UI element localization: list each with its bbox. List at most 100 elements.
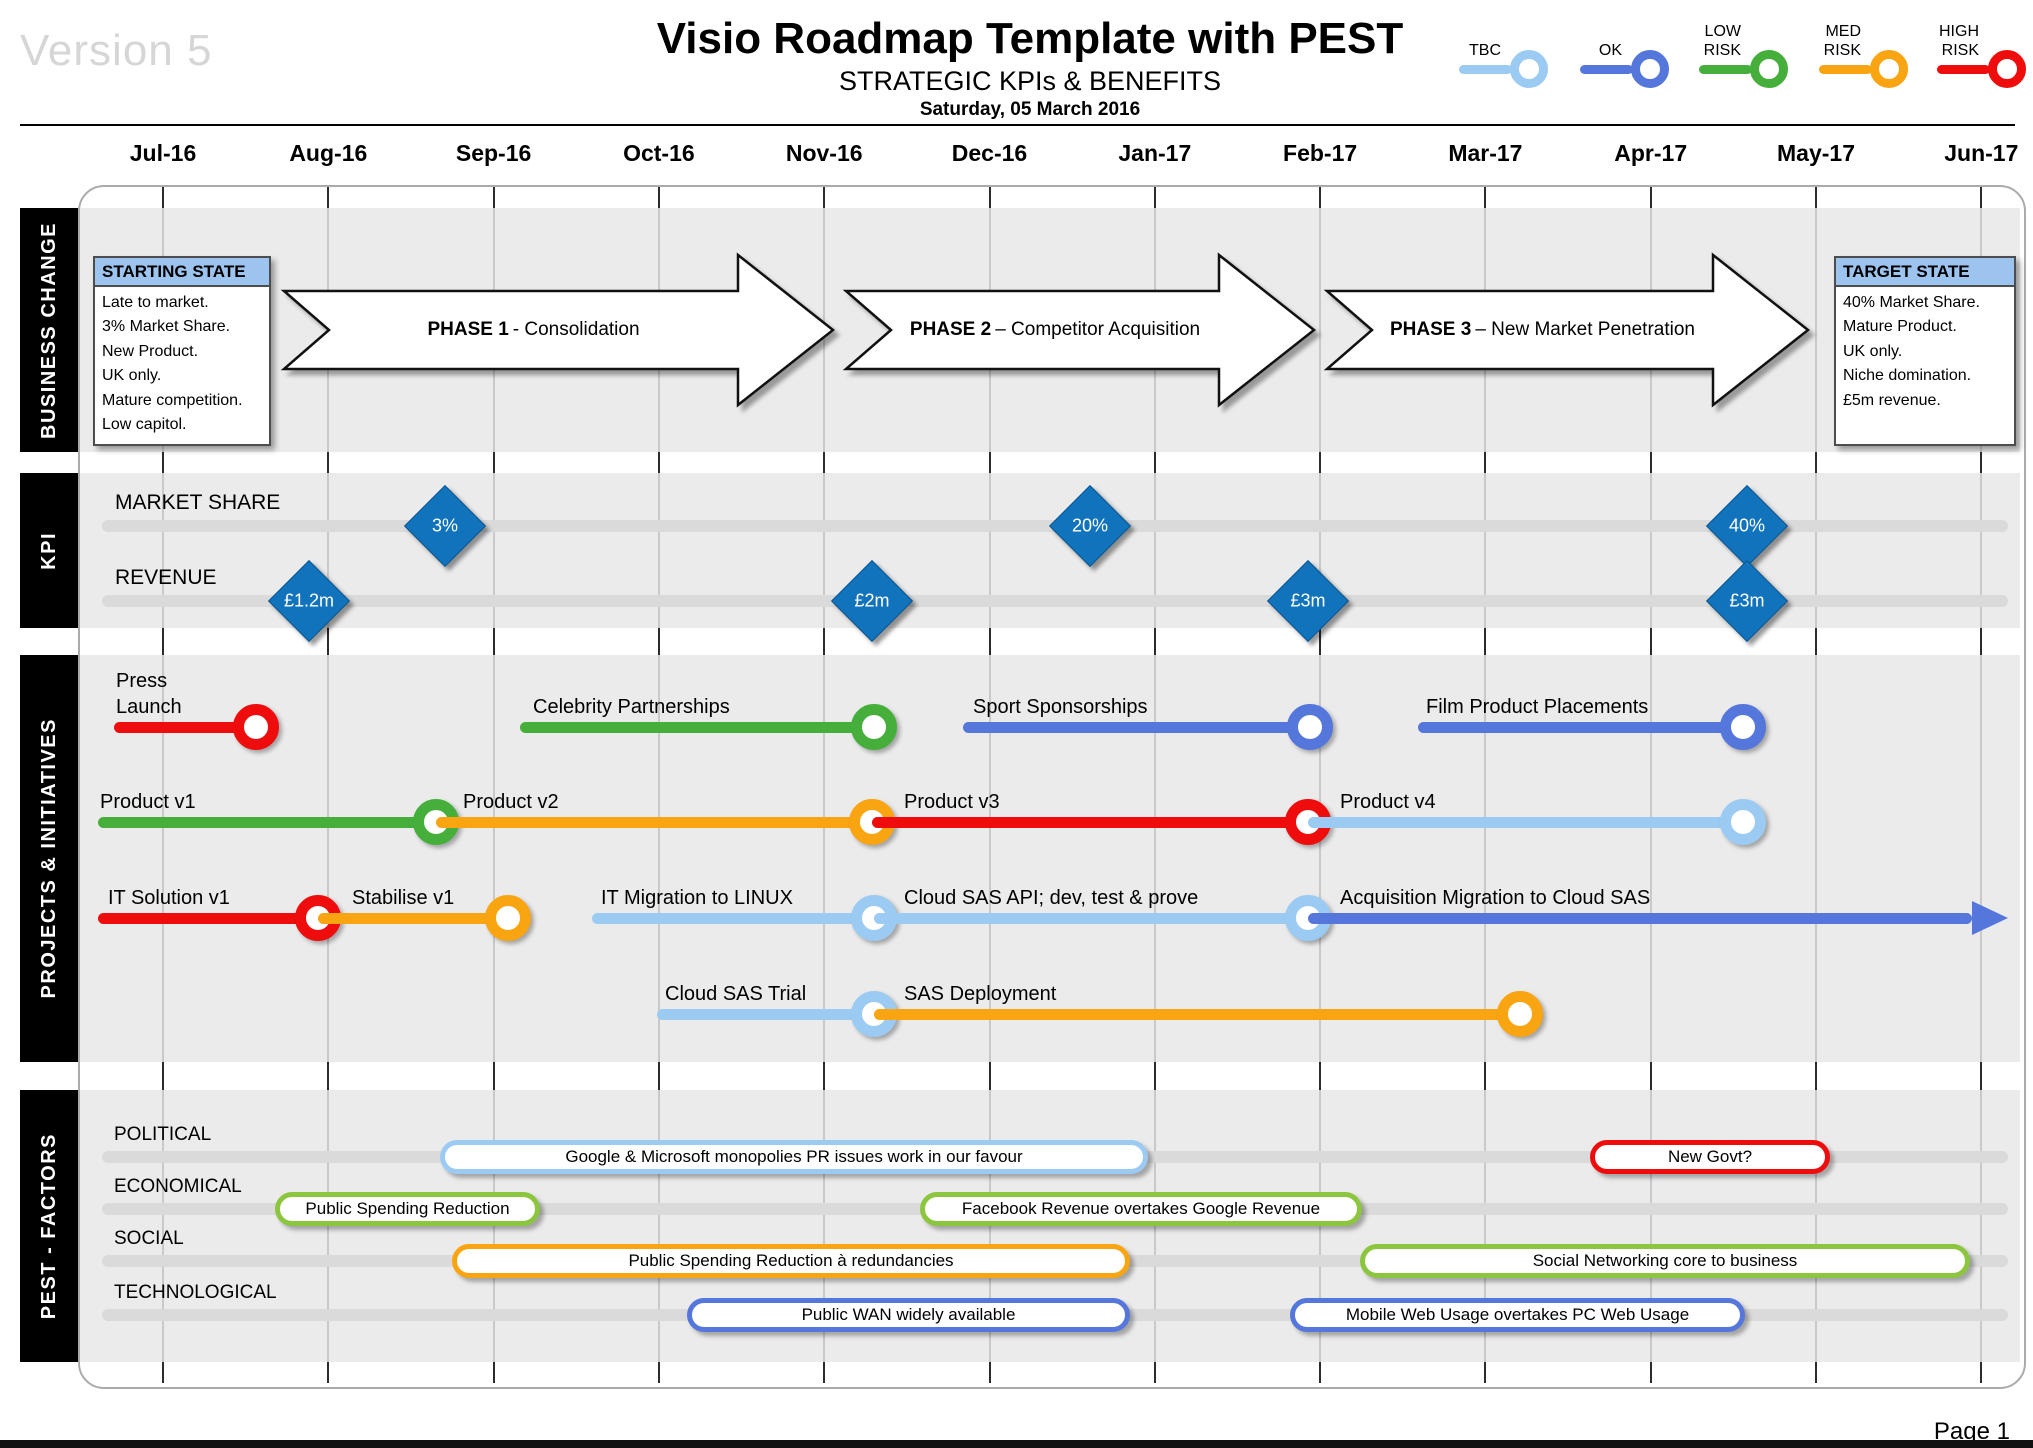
gridline <box>823 1090 826 1362</box>
month-tick <box>1649 1062 1652 1090</box>
pest-event-pill[interactable]: Google & Microsoft monopolies PR issues … <box>440 1140 1148 1174</box>
initiative-bar[interactable] <box>114 721 256 733</box>
month-tick <box>162 452 164 473</box>
initiative-bar[interactable] <box>874 1008 1520 1020</box>
legend-line <box>1819 64 1872 74</box>
month-tick <box>1815 187 1817 208</box>
gridline <box>1980 473 1983 628</box>
target-state-box-line: 40% Market Share. <box>1843 293 1980 311</box>
gridline <box>1649 473 1652 628</box>
initiative-bar[interactable] <box>520 721 874 733</box>
initiative-label: IT Migration to LINUX <box>601 887 793 909</box>
gridline <box>1815 1090 1817 1362</box>
starting-state-box-line: Mature competition. <box>102 391 243 409</box>
initiative-bar[interactable] <box>318 912 508 924</box>
month-tick <box>1980 628 1983 655</box>
gridline <box>1815 655 1817 1062</box>
month-tick <box>492 628 495 655</box>
kpi-milestone-diamond[interactable]: £1.2m <box>267 559 351 643</box>
milestone-ring[interactable] <box>1497 991 1543 1037</box>
month-tick <box>1319 187 1322 208</box>
gridline <box>1815 473 1817 628</box>
pest-row-label: SOCIAL <box>114 1228 184 1249</box>
kpi-milestone-diamond[interactable]: 20% <box>1048 484 1132 568</box>
kpi-milestone-diamond[interactable]: £3m <box>1705 559 1789 643</box>
month-tick <box>657 628 660 655</box>
month-tick <box>1484 1362 1487 1383</box>
legend-ring-icon <box>1988 50 2026 88</box>
gridline <box>1319 655 1322 1062</box>
gridline <box>1153 473 1156 628</box>
gridline <box>1319 1090 1322 1362</box>
kpi-milestone-diamond[interactable]: £2m <box>830 559 914 643</box>
initiative-bar[interactable] <box>874 912 1308 924</box>
pest-event-pill[interactable]: Public WAN widely available <box>687 1298 1130 1332</box>
pest-event-pill[interactable]: Facebook Revenue overtakes Google Revenu… <box>920 1192 1362 1226</box>
target-state-box-line: Niche domination. <box>1843 367 1972 384</box>
month-tick <box>327 628 330 655</box>
gridline <box>1649 1090 1652 1362</box>
phase-arrow[interactable] <box>842 252 1317 408</box>
month-tick <box>492 1062 495 1090</box>
month-label: Nov-16 <box>785 140 863 166</box>
month-tick <box>327 452 330 473</box>
pest-event-pill[interactable]: Public Spending Reduction à redundancies <box>452 1244 1130 1278</box>
sidebar-kpi: KPI <box>20 473 78 628</box>
phase-arrow[interactable] <box>1323 252 1811 408</box>
gridline <box>327 473 330 628</box>
kpi-milestone-diamond[interactable]: £3m <box>1266 559 1350 643</box>
initiative-bar[interactable] <box>657 1008 874 1020</box>
initiative-bar[interactable] <box>98 816 436 828</box>
legend-ring-icon <box>1510 50 1548 88</box>
pest-event-pill[interactable]: Social Networking core to business <box>1360 1244 1970 1278</box>
month-tick <box>492 1362 495 1383</box>
initiative-label: Film Product Placements <box>1426 696 1649 718</box>
month-label: Oct-16 <box>623 140 695 166</box>
month-label: Aug-16 <box>289 140 368 166</box>
sidebar-label: KPI <box>37 531 60 570</box>
milestone-value: £2m <box>854 590 890 611</box>
initiative-bar[interactable] <box>98 912 318 924</box>
pest-event-pill[interactable]: Mobile Web Usage overtakes PC Web Usage <box>1290 1298 1745 1332</box>
milestone-ring[interactable] <box>1287 704 1333 750</box>
pest-event-pill[interactable]: Public Spending Reduction <box>275 1192 540 1226</box>
milestone-ring[interactable] <box>1720 799 1766 845</box>
month-tick <box>1319 628 1322 655</box>
milestone-ring[interactable] <box>233 704 279 750</box>
kpi-row-label: REVENUE <box>115 566 217 589</box>
initiative-bar[interactable] <box>1308 816 1743 828</box>
month-label: Jan-17 <box>1118 140 1192 166</box>
initiative-label: Acquisition Migration to Cloud SAS <box>1340 887 1651 909</box>
phase-arrow[interactable] <box>280 252 836 408</box>
initiative-bar[interactable] <box>1418 721 1743 733</box>
initiative-bar[interactable] <box>1308 912 1972 924</box>
month-label: Mar-17 <box>1448 140 1523 166</box>
phase-desc: - Consolidation <box>512 319 640 340</box>
initiative-bar[interactable] <box>963 721 1310 733</box>
milestone-ring[interactable] <box>485 895 531 941</box>
legend-label: LOW RISK <box>1703 23 1741 59</box>
initiative-label: Cloud SAS Trial <box>665 983 807 1005</box>
month-tick <box>1980 187 1983 208</box>
initiative-bar[interactable] <box>872 816 1308 828</box>
gridline <box>327 655 330 1062</box>
pest-event-pill[interactable]: New Govt? <box>1590 1140 1830 1174</box>
milestone-ring[interactable] <box>851 704 897 750</box>
legend-line <box>1699 64 1752 74</box>
gridline <box>1319 473 1322 628</box>
milestone-ring[interactable] <box>1720 704 1766 750</box>
kpi-milestone-diamond[interactable]: 3% <box>403 484 487 568</box>
starting-state-box-line: Low capitol. <box>102 416 187 433</box>
initiative-label: Celebrity Partnerships <box>533 696 730 718</box>
month-tick <box>162 628 164 655</box>
bottom-bar <box>0 1440 2033 1448</box>
initiative-bar[interactable] <box>436 816 872 828</box>
starting-state-box-line: New Product. <box>102 342 199 360</box>
initiative-bar[interactable] <box>592 912 874 924</box>
month-label: Jun-17 <box>1944 140 2019 166</box>
gridline <box>1484 473 1487 628</box>
kpi-milestone-diamond[interactable]: 40% <box>1705 484 1789 568</box>
initiative-label: Stabilise v1 <box>352 887 455 909</box>
